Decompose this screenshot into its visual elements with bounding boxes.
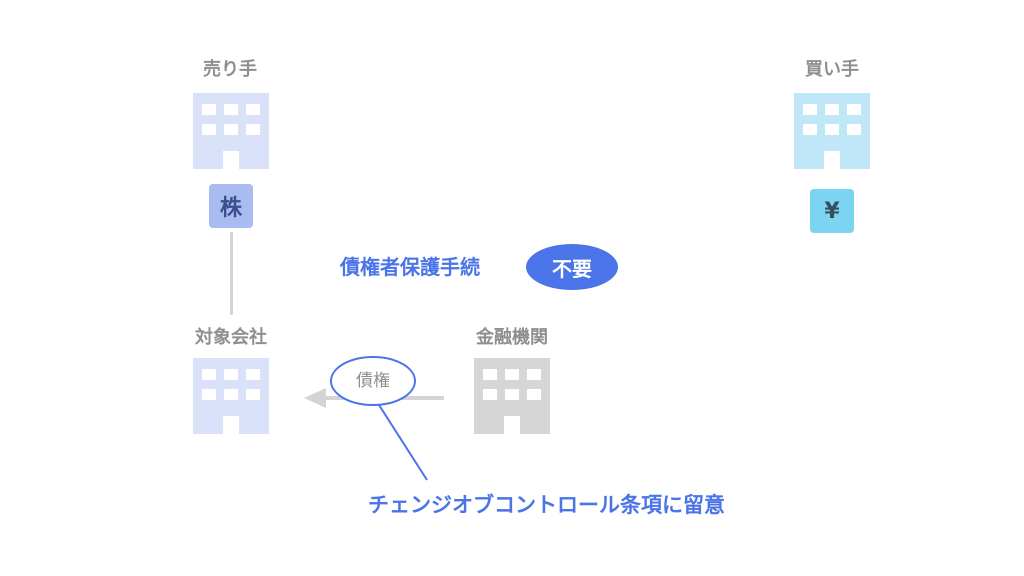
buyer-label: 買い手 bbox=[805, 59, 859, 80]
bank-label: 金融機関 bbox=[476, 327, 548, 348]
not-required-pill: 不要 bbox=[526, 244, 618, 290]
target-company-label: 対象会社 bbox=[195, 327, 267, 348]
stock-badge: 株 bbox=[209, 184, 253, 228]
change-of-control-note: チェンジオブコントロール条項に留意 bbox=[368, 493, 725, 517]
buyer-building-icon bbox=[794, 93, 870, 169]
yen-badge: ¥ bbox=[810, 189, 854, 233]
seller-label: 売り手 bbox=[203, 59, 257, 80]
seller-building-icon bbox=[193, 93, 269, 169]
bank-building-icon bbox=[474, 358, 550, 434]
creditor-protection-label: 債権者保護手続 bbox=[340, 255, 480, 279]
ownership-line bbox=[230, 232, 233, 315]
claim-label: 債権 bbox=[356, 371, 390, 391]
target-building-icon bbox=[193, 358, 269, 434]
